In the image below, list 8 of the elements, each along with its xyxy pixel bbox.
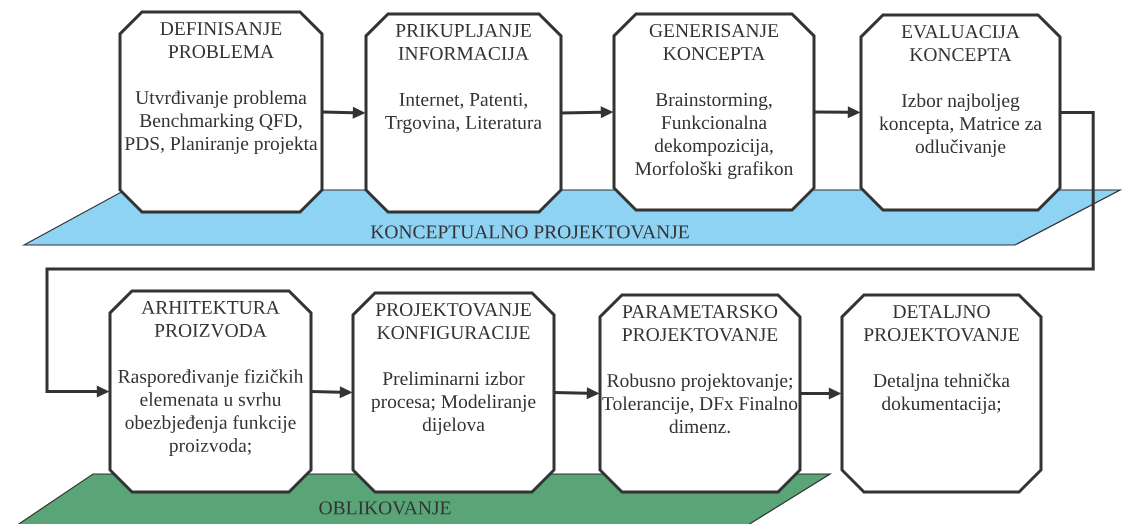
process-box: EVALUACIJA KONCEPTA Izbor najboljeg koncepta, Matrice za odlučivanje: [859, 13, 1062, 212]
process-box: PROJEKTOVANJE KONFIGURACIJE Preliminarni izbor procesa; Modeliranje dijelova: [351, 291, 556, 494]
process-box: PARAMETARSKO PROJEKTOVANJE Robusno projektovanje; Tolerancije, DFx Finalno dimenz.: [598, 293, 802, 494]
process-box: GENERISANJE KONCEPTA Brainstorming, Funkcionalna dekompozicija, Morfološki grafikon: [612, 12, 816, 212]
process-box: DETALJNO PROJEKTOVANJE Detaljna tehnička dokumentacija;: [840, 293, 1043, 494]
process-box: DEFINISANJE PROBLEMA Utvrđivanje problema Benchmarking QFD, PDS, Planiranje projekta: [118, 10, 324, 214]
process-box: ARHITEKTURA PROIZVODA Raspoređivanje fizičkih elemenata u svrhu obezbjeđenja funkcije proizvoda;: [108, 289, 313, 494]
process-box: PRIKUPLJANJE INFORMACIJA Internet, Patenti, Trgovina, Literatura: [364, 12, 563, 214]
